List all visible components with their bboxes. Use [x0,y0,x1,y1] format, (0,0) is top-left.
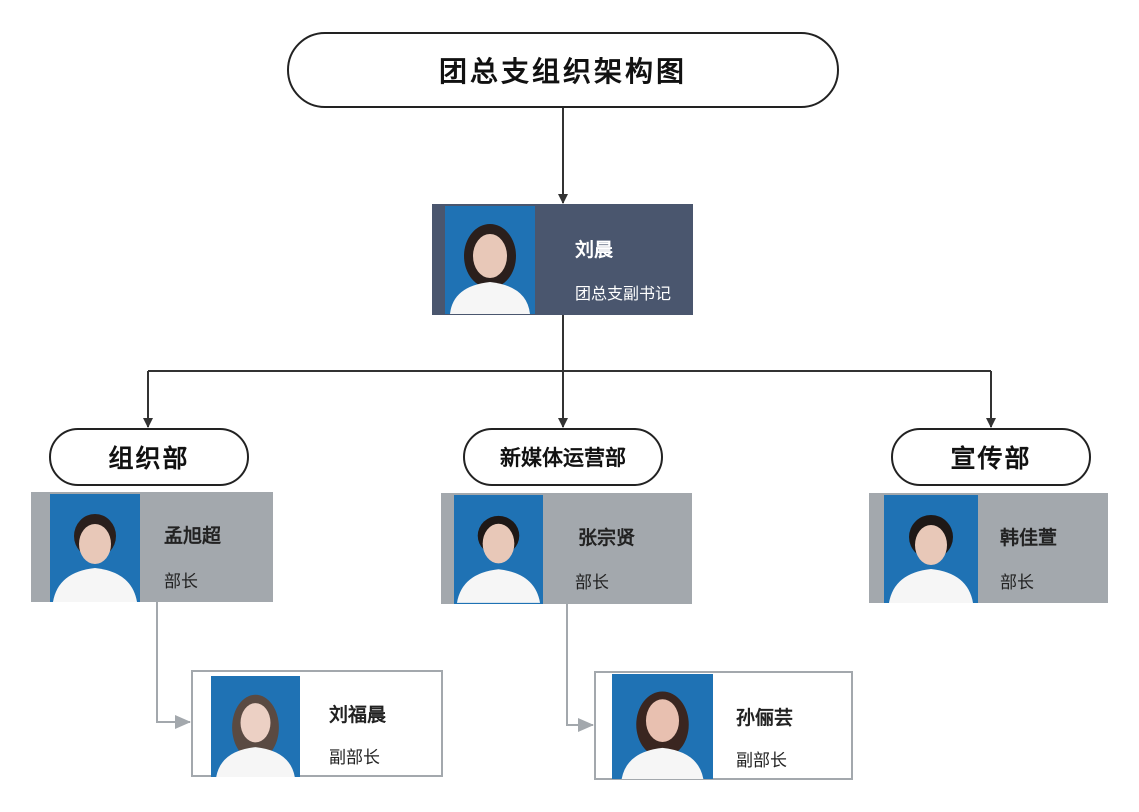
leader-card[interactable]: 刘晨 团总支副书记 [432,204,693,315]
dept-publicity: 宣传部 [891,428,1091,486]
avatar [612,674,713,779]
dept-organization: 组织部 [49,428,249,486]
avatar [211,676,300,777]
avatar [884,495,978,603]
head-name: 孟旭超 [164,525,222,547]
leader-role: 团总支副书记 [575,284,672,303]
dept-new-media: 新媒体运营部 [463,428,663,486]
head-card[interactable]: 孟旭超 部长 [31,492,273,602]
head-role: 部长 [164,572,198,592]
avatar [454,495,543,604]
deputy-name: 孙俪芸 [736,707,794,729]
head-role: 部长 [1000,573,1034,593]
avatar [445,206,535,314]
deputy-role: 副部长 [329,748,380,768]
head-card[interactable]: 韩佳萱 部长 [869,493,1108,603]
head-role: 部长 [575,573,609,593]
head-card[interactable]: 张宗贤 部长 [441,493,692,604]
deputy-name: 刘福晨 [329,704,387,726]
leader-name: 刘晨 [575,239,614,261]
avatar [50,494,140,602]
page-title: 团总支组织架构图 [287,32,839,108]
deputy-role: 副部长 [736,751,787,771]
head-name: 韩佳萱 [1000,527,1058,549]
deputy-card[interactable]: 孙俪芸 副部长 [594,671,853,780]
deputy-card[interactable]: 刘福晨 副部长 [191,670,443,777]
head-name: 张宗贤 [578,527,636,549]
